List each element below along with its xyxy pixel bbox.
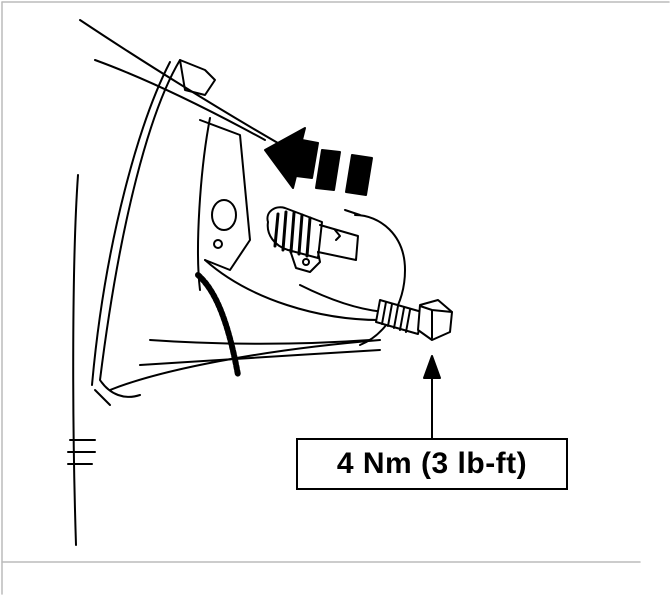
torque-spec-label: 4 Nm (3 lb-ft) [296, 438, 568, 490]
bolt [375, 299, 453, 341]
speed-sensor [266, 206, 359, 273]
direction-arrow [264, 127, 373, 196]
mounting-hole [211, 199, 237, 249]
wiring-harness [195, 272, 241, 378]
callout-arrow [423, 355, 441, 439]
